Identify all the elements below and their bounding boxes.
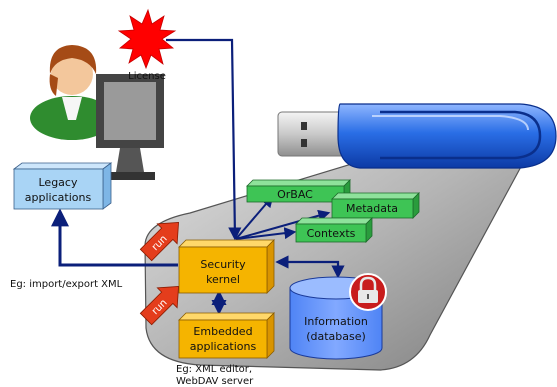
kernel-to-metadata-arrow bbox=[235, 209, 331, 240]
xml-editor-annotation-line2: WebDAV server bbox=[176, 376, 254, 387]
legacy-label-line1: Legacy bbox=[39, 176, 78, 189]
legacy-applications-box: Legacy applications bbox=[12, 162, 113, 210]
lock-icon bbox=[349, 273, 387, 311]
metadata-box: Metadata bbox=[331, 192, 420, 219]
security-label-line2: kernel bbox=[206, 273, 240, 286]
legacy-label-line2: applications bbox=[25, 191, 92, 204]
information-label-line1: Information bbox=[304, 315, 368, 328]
security-label-line1: Security bbox=[200, 258, 246, 271]
embedded-applications-box: Embedded applications bbox=[178, 312, 275, 359]
license-label: License bbox=[128, 71, 166, 82]
license-star-icon bbox=[117, 8, 177, 70]
kernel-to-legacy-arrow bbox=[51, 208, 178, 267]
usb-key-icon bbox=[277, 103, 557, 169]
contexts-box: Contexts bbox=[295, 217, 373, 243]
license-to-kernel-line bbox=[166, 38, 242, 241]
xml-editor-annotation-line1: Eg: XML editor, bbox=[176, 364, 252, 375]
orbac-box: OrBAC bbox=[246, 179, 351, 203]
security-kernel-box: Security kernel bbox=[178, 239, 275, 294]
kernel-to-database-arrow bbox=[275, 255, 345, 279]
embedded-label-line1: Embedded bbox=[193, 325, 252, 338]
usb-tail bbox=[144, 127, 531, 371]
information-label-line2: (database) bbox=[306, 330, 366, 343]
user-at-computer-icon bbox=[30, 45, 164, 180]
embedded-label-line2: applications bbox=[190, 340, 257, 353]
run-badge-icon: run bbox=[139, 222, 179, 262]
orbac-label: OrBAC bbox=[277, 188, 313, 201]
kernel-to-contexts-arrow bbox=[235, 227, 297, 240]
contexts-label: Contexts bbox=[307, 227, 356, 240]
metadata-label: Metadata bbox=[346, 202, 398, 215]
import-export-annotation: Eg: import/export XML bbox=[10, 279, 123, 290]
kernel-to-orbac-arrow bbox=[235, 195, 274, 240]
